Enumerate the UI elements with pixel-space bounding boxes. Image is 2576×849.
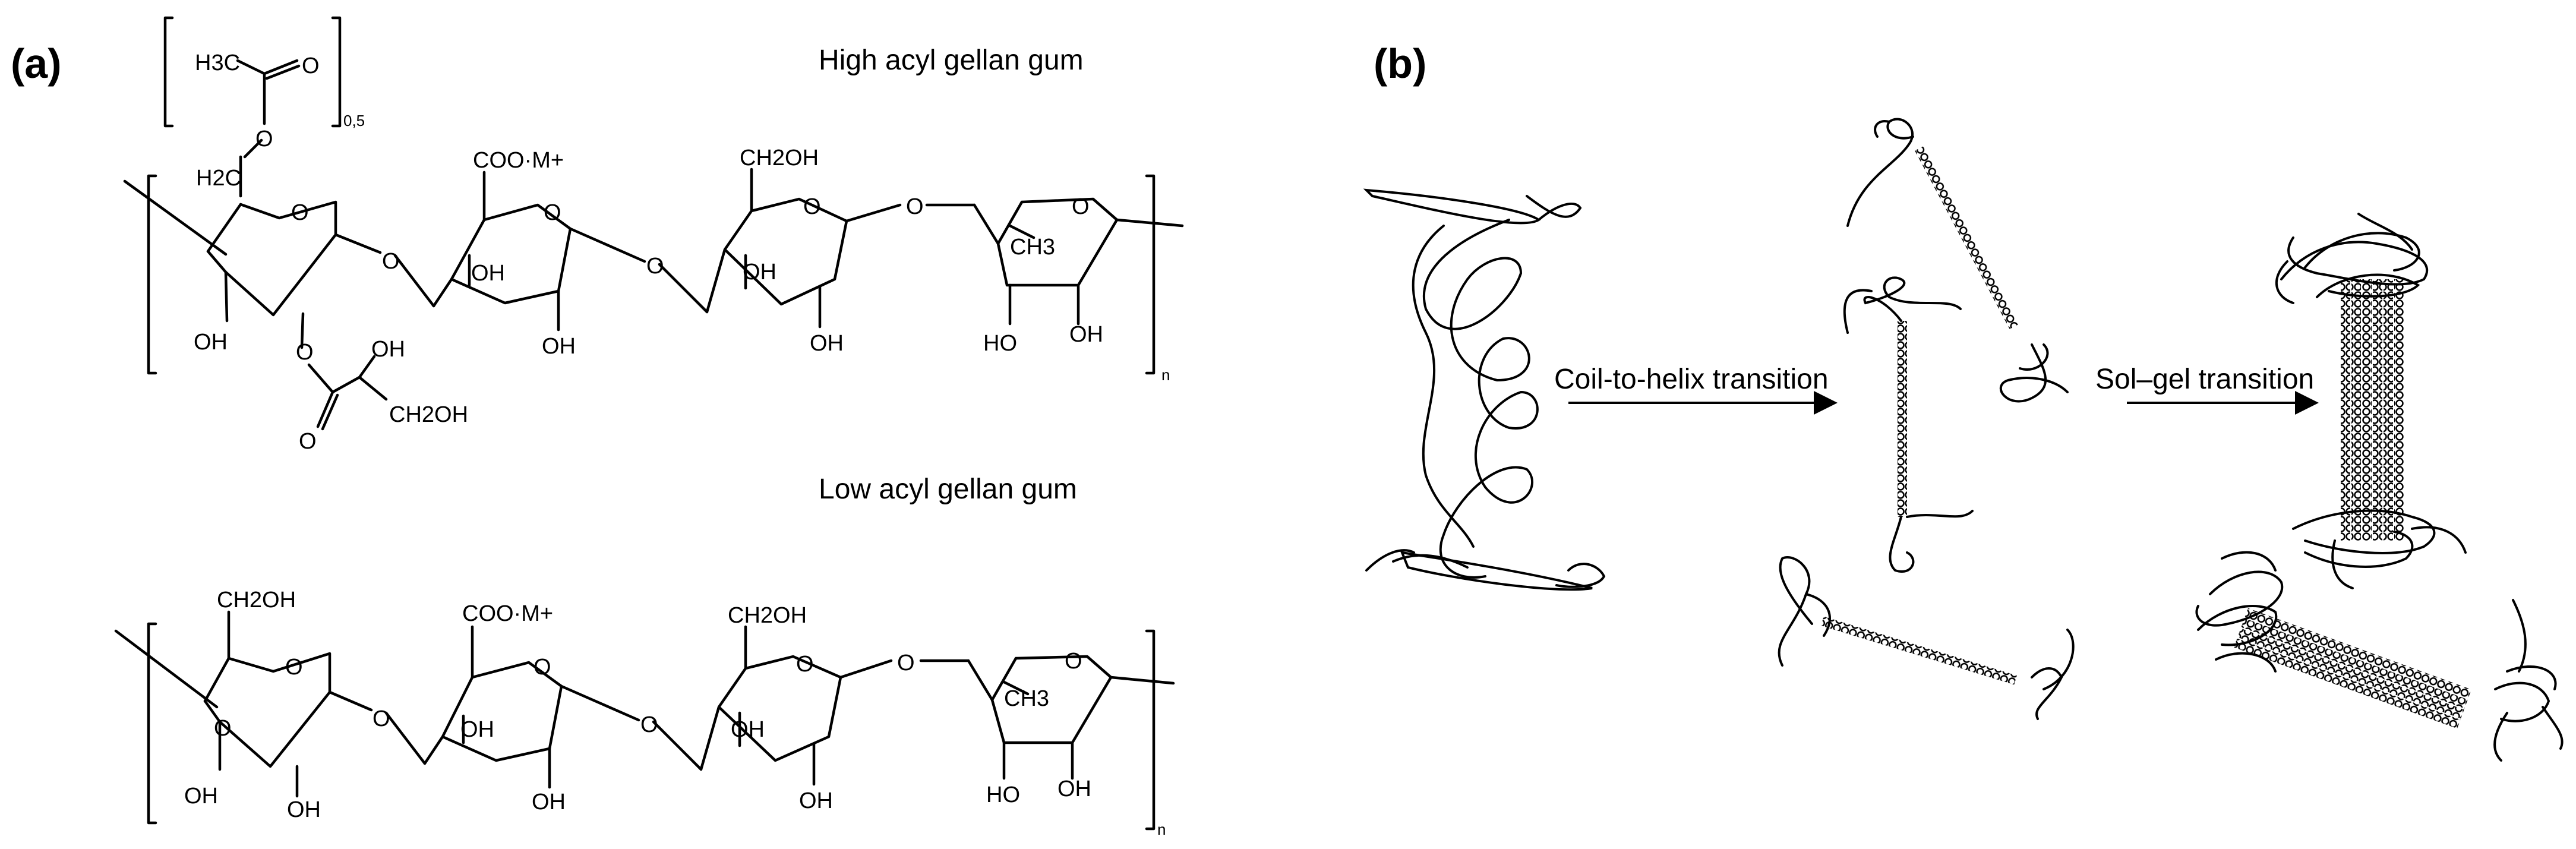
high-acetyl-ring-o: O <box>255 127 273 152</box>
high-ring1-oh: OH <box>194 330 228 355</box>
high-ring2-oh3: OH <box>471 261 505 286</box>
high-glycosidic-o1: O <box>382 249 400 274</box>
high-ring4-o: O <box>1072 194 1090 219</box>
low-ring2-o: O <box>533 655 551 680</box>
high-ring-1 <box>206 200 382 349</box>
coil-to-helix-label: Coil-to-helix transition <box>1554 364 1829 395</box>
acetyl-bracket <box>163 16 342 128</box>
low-ring3-ch2oh: CH2OH <box>728 603 807 628</box>
high-ring4-ch3: CH3 <box>1010 235 1055 260</box>
low-ring-4 <box>919 655 1175 780</box>
high-ring2-oh2: OH <box>542 334 576 359</box>
low-ring2-oh3: OH <box>460 717 494 742</box>
low-ring1-o4: O <box>214 716 232 741</box>
low-ring4-o: O <box>1065 649 1082 674</box>
high-ring2-coo: COO·M+ <box>473 148 564 173</box>
high-ring3-oh2: OH <box>810 331 844 356</box>
low-ring-1 <box>203 610 373 798</box>
high-acetyl-subscript: 0,5 <box>343 112 365 130</box>
panel-b-label: (b) <box>1374 40 1427 87</box>
high-glyceryl-carbonyl-o: O <box>299 429 317 454</box>
low-ring3-o: O <box>796 652 814 677</box>
high-repeat-bracket-right <box>1145 174 1156 375</box>
low-glycosidic-o3: O <box>897 651 915 676</box>
high-glycosidic-o2: O <box>646 254 664 279</box>
low-glycosidic-o1: O <box>372 706 390 731</box>
low-ring3-oh3: OH <box>731 717 765 742</box>
high-ring-4 <box>925 197 1184 326</box>
high-ring3-ch2oh: CH2OH <box>740 146 819 171</box>
high-glyceryl-oh: OH <box>371 337 405 362</box>
high-ring4-oh: OH <box>1069 322 1103 347</box>
double-helices <box>1778 118 2075 720</box>
high-glyceryl-o: O <box>296 340 314 365</box>
high-ring3-o: O <box>803 194 821 219</box>
high-ring4-ho: HO <box>983 331 1017 356</box>
high-ring-2 <box>393 171 646 332</box>
low-ring3-oh2: OH <box>799 788 833 813</box>
low-repeat-bracket-right <box>1145 629 1156 831</box>
panel-a-label: (a) <box>11 40 62 87</box>
high-h2c: H2C <box>196 166 241 191</box>
panel-b-diagram <box>1363 118 2564 762</box>
panel-a-structures: H3C O O 0,5 H2C O O O O OH CH2OH OH COO·… <box>114 16 1184 838</box>
high-glycosidic-o3: O <box>906 194 924 219</box>
sol-gel-label: Sol–gel transition <box>2095 364 2315 395</box>
high-acetyl-ch3: H3C <box>195 51 240 75</box>
low-ring2-coo: COO·M+ <box>462 601 553 626</box>
high-glyceryl-ch2oh: CH2OH <box>389 402 468 427</box>
high-ring2-o: O <box>544 200 561 225</box>
low-repeat-bracket-left <box>147 622 157 825</box>
low-ring1-oh3: OH <box>184 784 218 809</box>
low-ring4-oh: OH <box>1057 777 1091 801</box>
high-acyl-title: High acyl gellan gum <box>819 45 1084 76</box>
high-acetyl-o: O <box>302 53 320 78</box>
low-repeat-n: n <box>1157 820 1166 838</box>
high-ring-3 <box>658 168 902 329</box>
low-ring2-oh2: OH <box>532 790 566 815</box>
high-ring3-oh3: OH <box>743 260 776 285</box>
low-ring1-ch2oh: CH2OH <box>217 588 296 613</box>
low-ring4-ch3: CH3 <box>1004 686 1049 711</box>
random-coils <box>1363 188 1606 591</box>
low-ring-3 <box>652 625 893 786</box>
high-ring1-o: O <box>291 200 309 225</box>
low-glycosidic-o2: O <box>640 712 658 737</box>
low-acyl-title: Low acyl gellan gum <box>819 474 1077 505</box>
gel-network <box>2195 213 2564 762</box>
low-ring1-o: O <box>285 655 303 680</box>
low-ring-2 <box>384 625 640 789</box>
low-ring1-oh2: OH <box>287 797 321 822</box>
low-ring4-ho: HO <box>986 782 1020 807</box>
high-repeat-n: n <box>1161 366 1170 384</box>
high-repeat-bracket-left <box>147 174 157 375</box>
